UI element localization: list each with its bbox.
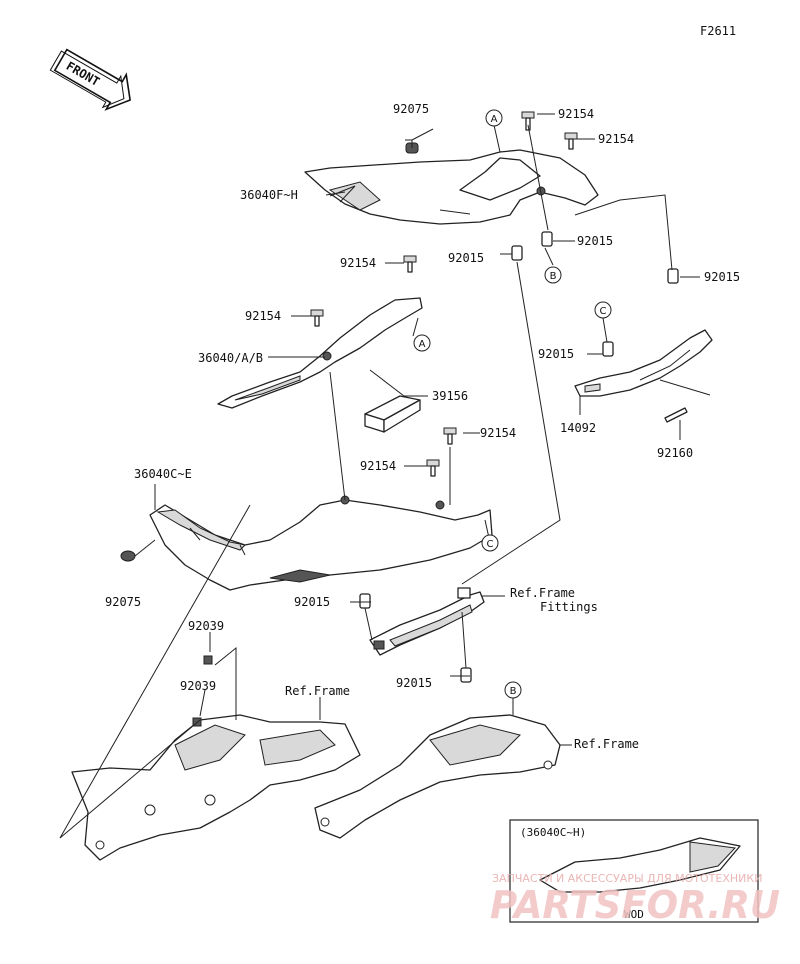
frame-right	[314, 714, 561, 839]
bolt-92154-e	[443, 427, 457, 445]
svg-text:B: B	[550, 271, 557, 282]
label-92015-e: 92015	[294, 595, 330, 609]
label-92015-f: 92015	[396, 676, 432, 690]
label-36040AB: 36040/A/B	[198, 351, 263, 365]
leader-lines	[59, 113, 711, 839]
inset-variant-box: (36040C~H) WOD	[509, 819, 759, 923]
svg-text:A: A	[419, 339, 426, 350]
figure-code: F2611	[700, 24, 736, 38]
watermark-line1: ЗАПЧАСТИ И АКСЕССУАРЫ ДЛЯ МОТОТЕХНИКИ	[492, 872, 762, 885]
bracket-14092	[574, 329, 713, 397]
ref-marker-A-top: A	[485, 109, 503, 127]
label-92154-d: 92154	[245, 309, 281, 323]
bolt-92154-f	[426, 459, 440, 477]
frame-fitting-bracket	[369, 587, 485, 656]
watermark-line2: PARTSFOR.RU	[490, 883, 780, 927]
collar-92015-d	[602, 341, 614, 357]
label-92160: 92160	[657, 446, 693, 460]
bolt-92154-c	[403, 255, 417, 273]
label-14092: 14092	[560, 421, 596, 435]
bolt-92154-d	[310, 309, 324, 327]
tail-piece-36040AB	[217, 297, 423, 409]
collar-92015-c	[667, 268, 679, 284]
label-36040CE: 36040C~E	[134, 467, 192, 481]
label-92154-f: 92154	[360, 459, 396, 473]
label-ref-frame-fittings-2: Fittings	[540, 600, 598, 614]
label-ref-frame-right: Ref.Frame	[574, 737, 639, 751]
collar-92015-f	[460, 667, 472, 683]
seat-cover-top	[304, 149, 599, 225]
pad-39156	[364, 395, 421, 433]
side-cover-36040CE	[149, 495, 493, 591]
ref-marker-A-mid: A	[413, 334, 431, 352]
bolt-92154-a	[521, 111, 535, 131]
label-ref-frame-fittings-1: Ref.Frame	[510, 586, 575, 600]
label-92015-b: 92015	[577, 234, 613, 248]
svg-text:C: C	[487, 539, 494, 550]
label-92154-b: 92154	[598, 132, 634, 146]
label-39156: 39156	[432, 389, 468, 403]
grommet-92075-top	[405, 139, 419, 154]
collar-92015-a	[511, 245, 523, 261]
label-92015-d: 92015	[538, 347, 574, 361]
grommet-92075-mid	[120, 550, 136, 562]
svg-text:A: A	[491, 114, 498, 125]
label-36040FH: 36040F~H	[240, 188, 298, 202]
label-92154-a: 92154	[558, 107, 594, 121]
label-92015-a: 92015	[448, 251, 484, 265]
inset-caption: WOD	[624, 908, 644, 921]
ref-marker-C-top: C	[594, 301, 612, 319]
bolt-92154-b	[564, 132, 578, 150]
label-92154-e: 92154	[480, 426, 516, 440]
svg-text:B: B	[510, 686, 517, 697]
label-92015-c: 92015	[704, 270, 740, 284]
label-92039-b: 92039	[180, 679, 216, 693]
label-92075-top: 92075	[393, 102, 429, 116]
inset-title: (36040C~H)	[520, 826, 586, 839]
ref-marker-B-top: B	[544, 266, 562, 284]
clip-92039-a	[203, 655, 213, 665]
front-arrow-icon: FRONT	[49, 48, 131, 111]
label-92154-c: 92154	[340, 256, 376, 270]
frame-left	[71, 714, 361, 861]
watermark: ЗАПЧАСТИ И АКСЕССУАРЫ ДЛЯ МОТОТЕХНИКИ PA…	[490, 872, 780, 927]
ref-marker-B-bottom: B	[504, 681, 522, 699]
label-ref-frame-left: Ref.Frame	[285, 684, 350, 698]
pin-92160	[664, 407, 688, 423]
label-92075-mid: 92075	[105, 595, 141, 609]
svg-text:C: C	[600, 306, 607, 317]
collar-92015-b	[541, 231, 553, 247]
collar-92015-e	[359, 593, 371, 609]
label-92039-a: 92039	[188, 619, 224, 633]
ref-marker-C-mid: C	[481, 534, 499, 552]
